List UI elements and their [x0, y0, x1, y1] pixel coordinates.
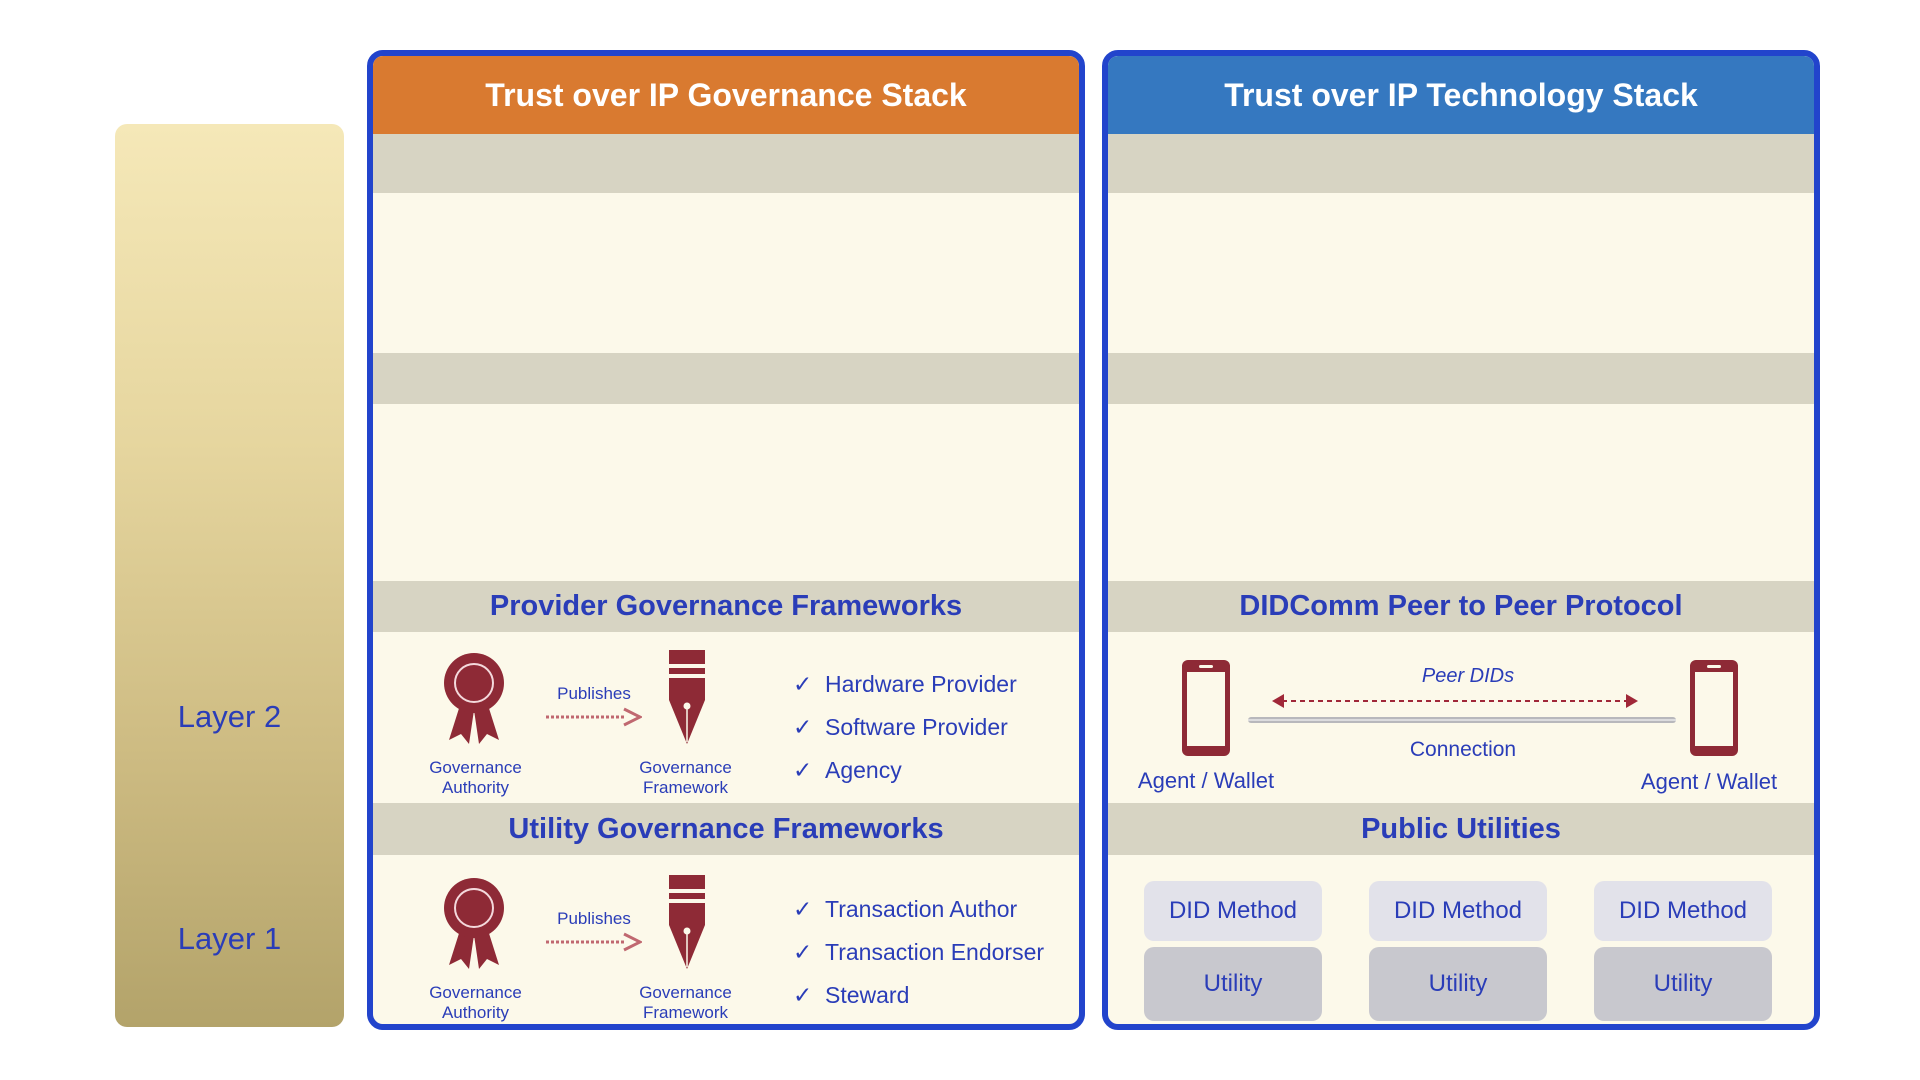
governance-framework-label: Governance Framework: [639, 758, 732, 797]
provider-checklist: ✓Hardware Provider ✓Software Provider ✓A…: [793, 663, 1017, 792]
publishes-label: Publishes: [557, 684, 631, 703]
empty-band-2: [373, 353, 1079, 404]
didcomm-protocol-title: DIDComm Peer to Peer Protocol: [1108, 581, 1814, 632]
bidirectional-arrow-icon: [1270, 692, 1640, 710]
check-mark-icon: ✓: [793, 714, 813, 740]
governance-authority-label: Governance Authority: [429, 983, 522, 1022]
mobile-phone-icon: [1182, 660, 1230, 756]
check-mark-icon: ✓: [793, 671, 813, 697]
arrow-right-icon: [546, 707, 642, 727]
governance-stack-title: Trust over IP Governance Stack: [373, 56, 1079, 134]
layer-2-label: Layer 2: [177, 699, 282, 734]
check-mark-icon: ✓: [793, 757, 813, 783]
did-method-box-3: DID Method: [1594, 881, 1772, 941]
check-mark-icon: ✓: [793, 896, 813, 922]
list-item: ✓Software Provider: [793, 714, 1008, 740]
fountain-pen-icon: [665, 875, 709, 969]
utility-box-3: Utility: [1594, 947, 1772, 1021]
list-item: ✓Steward: [793, 982, 910, 1008]
check-mark-icon: ✓: [793, 982, 813, 1008]
award-ribbon-icon: [441, 652, 507, 744]
empty-band-2: [1108, 353, 1814, 404]
publishes-label: Publishes: [557, 909, 631, 928]
governance-stack-panel: Trust over IP Governance Stack Provider …: [367, 50, 1085, 1030]
empty-band-1: [1108, 134, 1814, 193]
technology-stack-title: Trust over IP Technology Stack: [1108, 56, 1814, 134]
did-method-box-2: DID Method: [1369, 881, 1547, 941]
governance-authority-label: Governance Authority: [429, 758, 522, 797]
utility-box-1: Utility: [1144, 947, 1322, 1021]
arrow-right-icon: [546, 932, 642, 952]
technology-stack-panel: Trust over IP Technology Stack DIDComm P…: [1102, 50, 1820, 1030]
check-mark-icon: ✓: [793, 939, 813, 965]
agent-wallet-right-label: Agent / Wallet: [1640, 769, 1778, 794]
fountain-pen-icon: [665, 650, 709, 744]
peer-dids-label: Peer DIDs: [1421, 665, 1515, 687]
connection-label: Connection: [1409, 738, 1517, 761]
utility-checklist: ✓Transaction Author ✓Transaction Endorse…: [793, 888, 1044, 1017]
utility-box-2: Utility: [1369, 947, 1547, 1021]
list-item: ✓Hardware Provider: [793, 671, 1017, 697]
utility-frameworks-title: Utility Governance Frameworks: [373, 803, 1079, 855]
list-item: ✓Transaction Author: [793, 896, 1018, 922]
layer-1-label: Layer 1: [177, 921, 282, 956]
agent-wallet-left-label: Agent / Wallet: [1137, 768, 1275, 793]
award-ribbon-icon: [441, 877, 507, 969]
list-item: ✓Agency: [793, 757, 902, 783]
public-utilities-title: Public Utilities: [1108, 803, 1814, 855]
mobile-phone-icon: [1690, 660, 1738, 756]
connection-line: [1248, 715, 1676, 725]
governance-framework-label: Governance Framework: [639, 983, 732, 1022]
did-method-box-1: DID Method: [1144, 881, 1322, 941]
list-item: ✓Transaction Endorser: [793, 939, 1045, 965]
empty-band-1: [373, 134, 1079, 193]
layer-gradient-bar: Layer 2 Layer 1: [115, 124, 344, 1027]
provider-frameworks-title: Provider Governance Frameworks: [373, 581, 1079, 632]
